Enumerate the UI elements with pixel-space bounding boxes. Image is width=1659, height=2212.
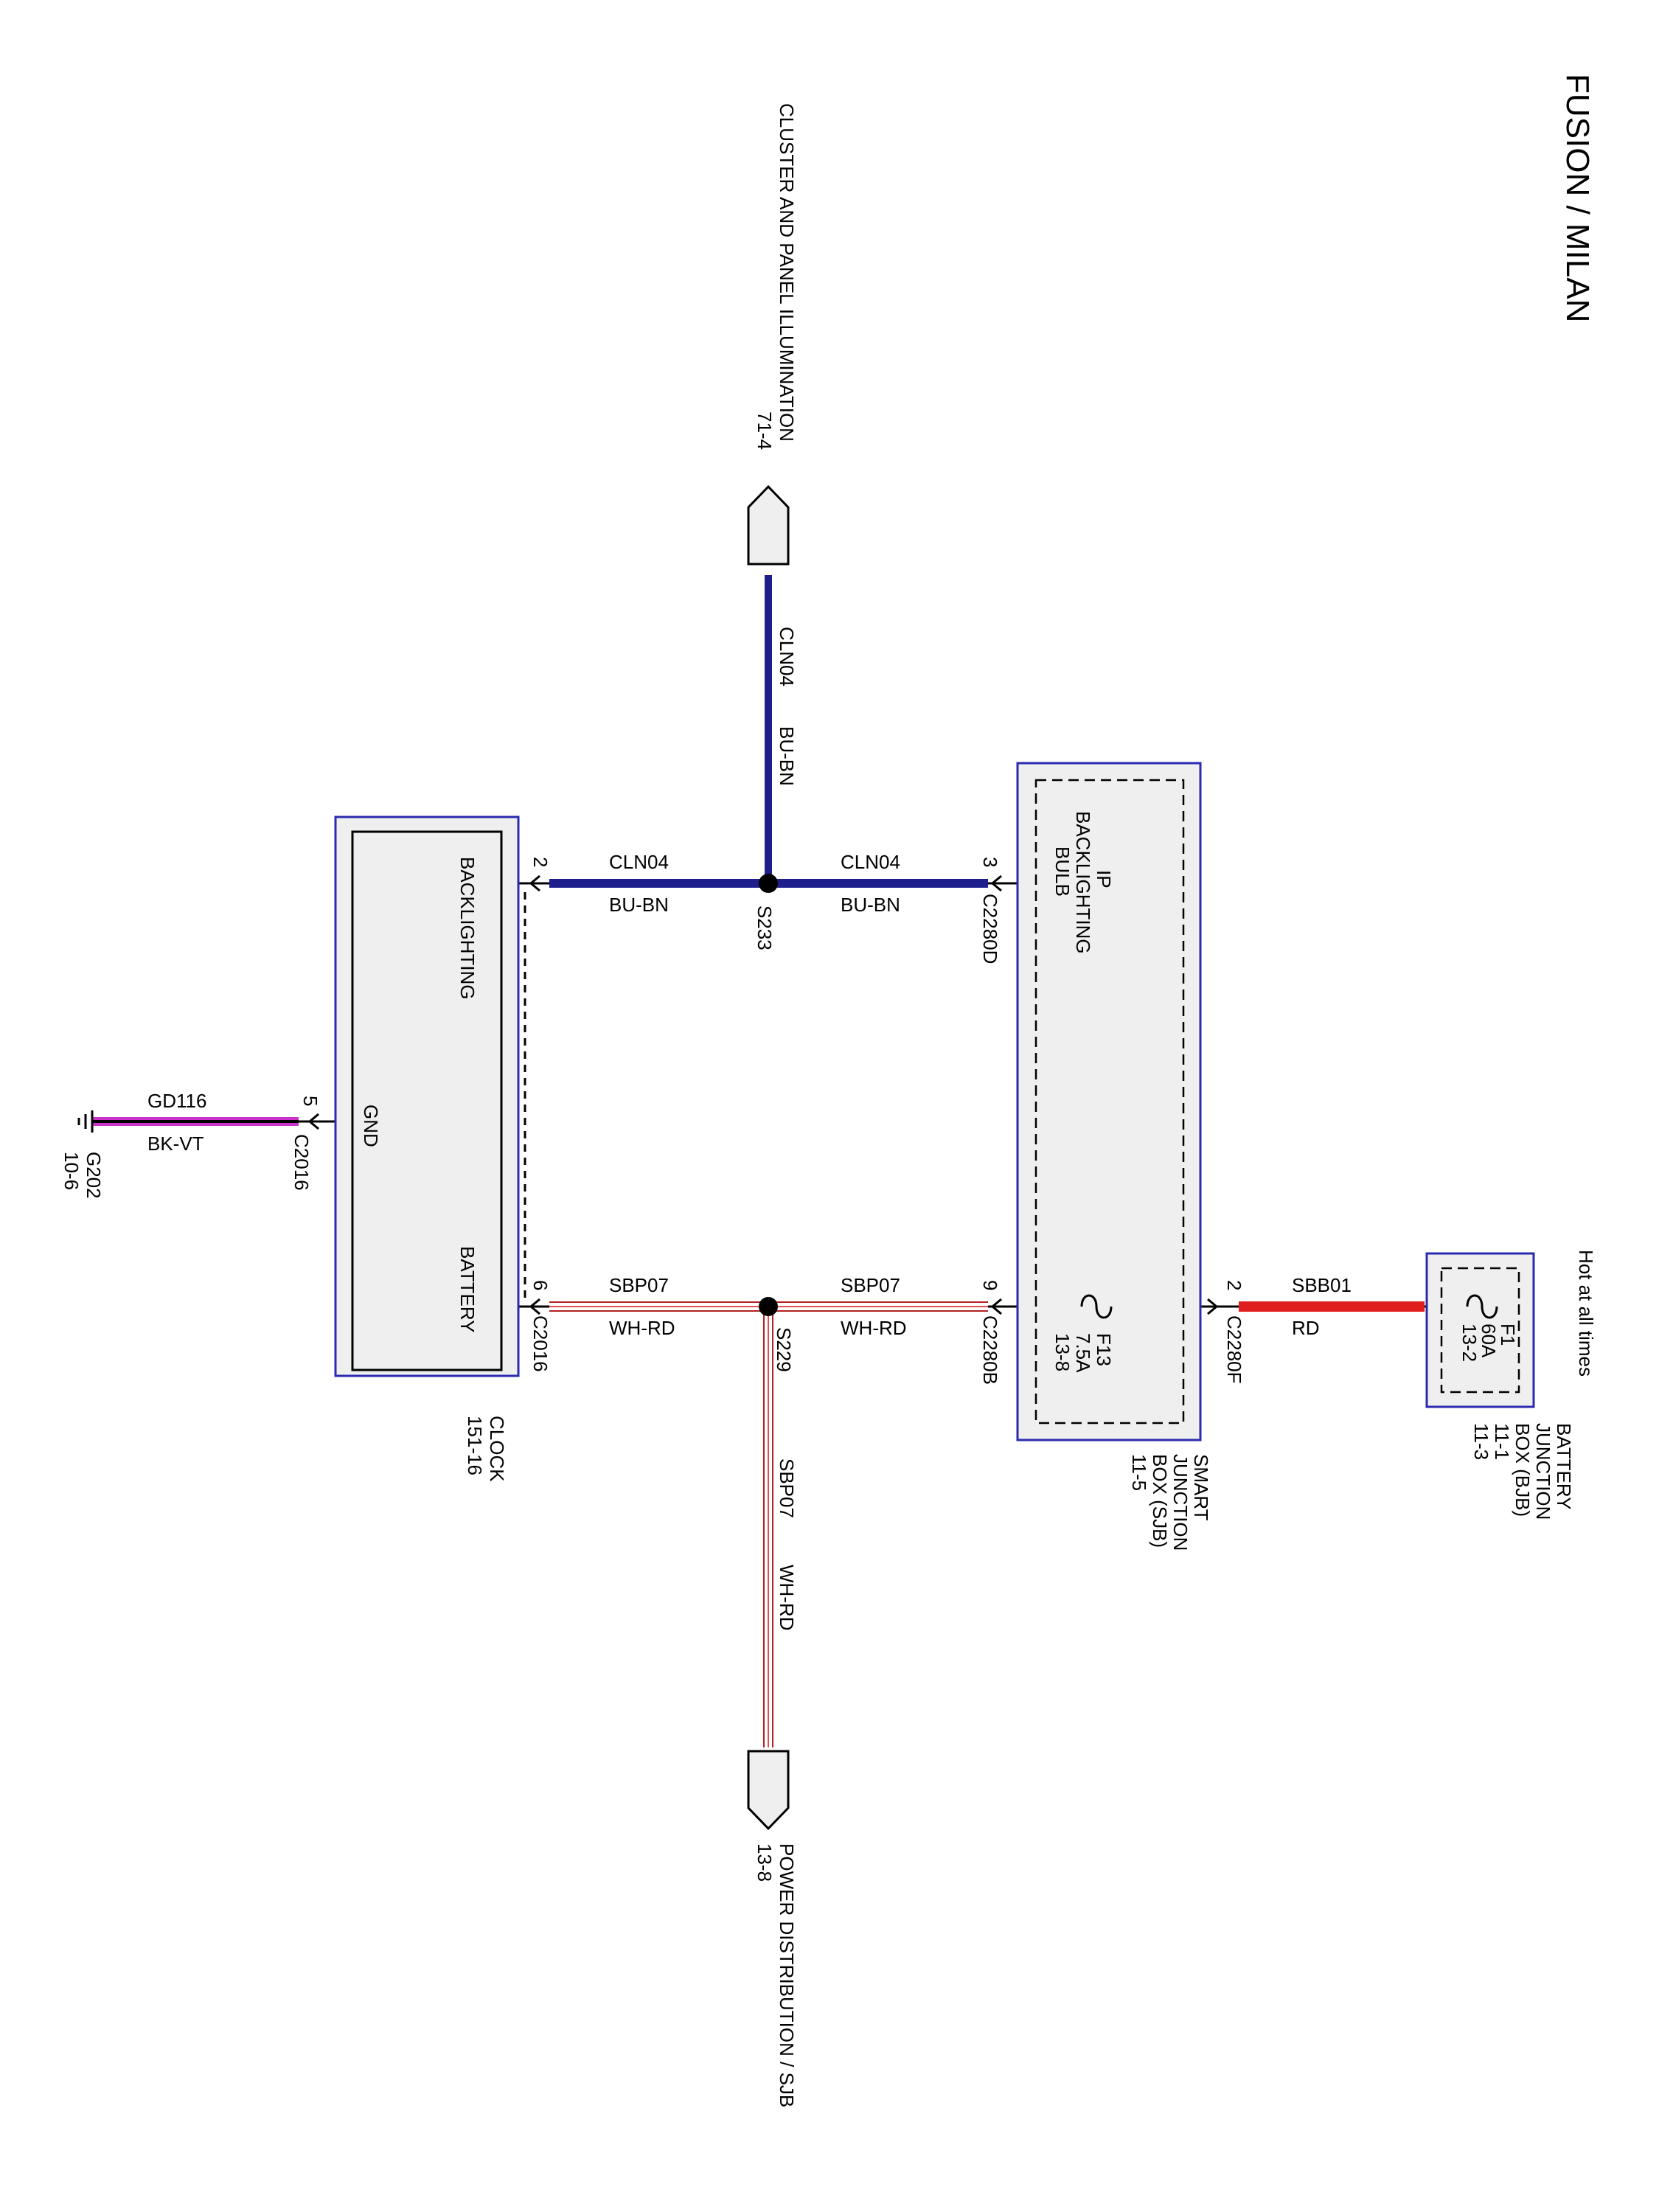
wire-sbp07-clock (549, 1301, 768, 1312)
wire-sbb01 (1239, 1301, 1425, 1312)
clock-pin-gnd-label: GND (360, 1105, 382, 1147)
bjb-fuse-line-1: F1 (1497, 1324, 1519, 1346)
wire-clock-backlight-circuit: CLN04 (609, 851, 669, 873)
sjb-bulb-line-2: BACKLIGHTING (1072, 811, 1094, 954)
clock-pin-battery-label: BATTERY (456, 1246, 479, 1333)
sjb-inner-dashed (1034, 779, 1185, 1425)
sjb-fuse-pin: 9 (979, 1280, 1001, 1290)
wire-sbp07-vertical (763, 1307, 773, 1747)
sjb-fuse-connector: C2280B (979, 1315, 1001, 1385)
ground-icon (77, 1110, 94, 1133)
diagram-title: FUSION / MILAN (1559, 74, 1596, 322)
wire-gd116 (92, 1117, 299, 1126)
bottom-connector-ref: 13-8 (754, 1843, 776, 1882)
bjb-name-line-2: JUNCTION (1532, 1423, 1554, 1520)
wire-sjb-battery-circuit: SBP07 (841, 1274, 900, 1296)
splice-s229 (759, 1297, 778, 1316)
vertical-lower-color: WH-RD (776, 1565, 798, 1631)
clock-battery-arrow-icon (529, 1298, 540, 1315)
ground-id-label: G202 (83, 1152, 105, 1199)
bjb-name-line-3: BOX (BJB) (1512, 1423, 1534, 1517)
clock-backlight-arrow-icon (529, 874, 540, 892)
sjb-bulb-connector: C2280D (979, 894, 1001, 964)
splice-s229-label: S229 (773, 1327, 795, 1372)
sjb-fuse-line-3: 13-8 (1051, 1333, 1074, 1371)
top-connector-shape (747, 484, 790, 566)
sjb-fuse-icon (1080, 1294, 1113, 1319)
bjb-fuse-line-2: 60A (1478, 1324, 1500, 1358)
ground-wire-color: BK-VT (147, 1133, 204, 1155)
sjb-name-line-1: SMART (1190, 1454, 1212, 1521)
sjb-box (1016, 762, 1202, 1441)
bjb-box (1425, 1252, 1535, 1408)
wire-clock-battery-circuit: SBP07 (609, 1274, 669, 1296)
wire-cln04-sjb (768, 879, 988, 888)
sjb-feed-connector: C2280F (1223, 1315, 1245, 1384)
wire-sjb-backlight-color: BU-BN (841, 894, 900, 916)
wire-bjb-feed-color: RD (1292, 1317, 1320, 1339)
bjb-name-line-4: 11-1 (1491, 1423, 1513, 1460)
sjb-name-line-4: 11-5 (1128, 1454, 1150, 1491)
bottom-connector-label: POWER DISTRIBUTION / SJB (776, 1843, 798, 2107)
clock-backlight-pin: 2 (529, 857, 552, 867)
bulb-arrow-icon (990, 874, 1002, 892)
ground-ref-label: 10-6 (60, 1152, 83, 1190)
sjb-name-line-2: JUNCTION (1169, 1454, 1192, 1551)
bottom-connector-shape (747, 1750, 790, 1831)
clock-module-inner (351, 830, 503, 1371)
sjb-feed-arrow-icon (1207, 1298, 1219, 1315)
clock-battery-connector: C2016 (529, 1315, 552, 1372)
top-connector-ref: 71-4 (754, 411, 776, 450)
clock-name-label: CLOCK (486, 1416, 508, 1482)
clock-ref-label: 151-16 (464, 1416, 486, 1475)
bjb-inner-dashed (1440, 1267, 1520, 1394)
vertical-lower-circuit: SBP07 (776, 1458, 798, 1518)
clock-pin-backlighting-label: BACKLIGHTING (456, 857, 479, 1000)
bjb-fuse-icon (1466, 1294, 1498, 1319)
clock-gnd-arrow-icon (307, 1113, 319, 1130)
bjb-hot-label: Hot at all times (1575, 1250, 1597, 1377)
bjb-name-line-5: 11-3 (1470, 1423, 1492, 1460)
splice-s233 (759, 874, 778, 893)
sjb-fuse-arrow-icon (990, 1298, 1002, 1315)
clock-gnd-pin: 5 (299, 1096, 321, 1106)
wire-sbp07-sjb (768, 1301, 988, 1312)
splice-s233-label: S233 (754, 905, 776, 950)
ground-wire-circuit: GD116 (147, 1090, 206, 1112)
wire-sjb-backlight-circuit: CLN04 (841, 851, 900, 873)
clock-gnd-connector: C2016 (291, 1134, 313, 1191)
sjb-name-line-3: BOX (SJB) (1149, 1454, 1171, 1548)
clock-module-box (334, 815, 520, 1377)
sjb-bulb-pin: 3 (979, 857, 1001, 867)
clock-battery-pin: 6 (529, 1280, 552, 1290)
sjb-fuse-line-2: 7.5A (1072, 1333, 1094, 1373)
wire-bjb-feed-circuit: SBB01 (1292, 1274, 1352, 1296)
vertical-upper-circuit: CLN04 (776, 627, 798, 686)
wire-clock-battery-color: WH-RD (609, 1317, 675, 1339)
sjb-bulb-line-3: BULB (1051, 846, 1074, 897)
wire-clock-backlight-color: BU-BN (609, 894, 669, 916)
sjb-bulb-line-1: IP (1093, 870, 1115, 888)
sjb-feed-pin: 2 (1223, 1280, 1245, 1290)
vertical-upper-color: BU-BN (776, 726, 798, 786)
sjb-fuse-line-1: F13 (1093, 1333, 1115, 1366)
top-connector-label: CLUSTER AND PANEL ILLUMINATION (776, 103, 798, 442)
wire-sjb-battery-color: WH-RD (841, 1317, 907, 1339)
bjb-name-line-1: BATTERY (1553, 1423, 1575, 1510)
bjb-fuse-line-3: 13-2 (1458, 1324, 1481, 1362)
wire-cln04-vertical (765, 575, 772, 885)
wire-cln04-clock (549, 879, 768, 888)
